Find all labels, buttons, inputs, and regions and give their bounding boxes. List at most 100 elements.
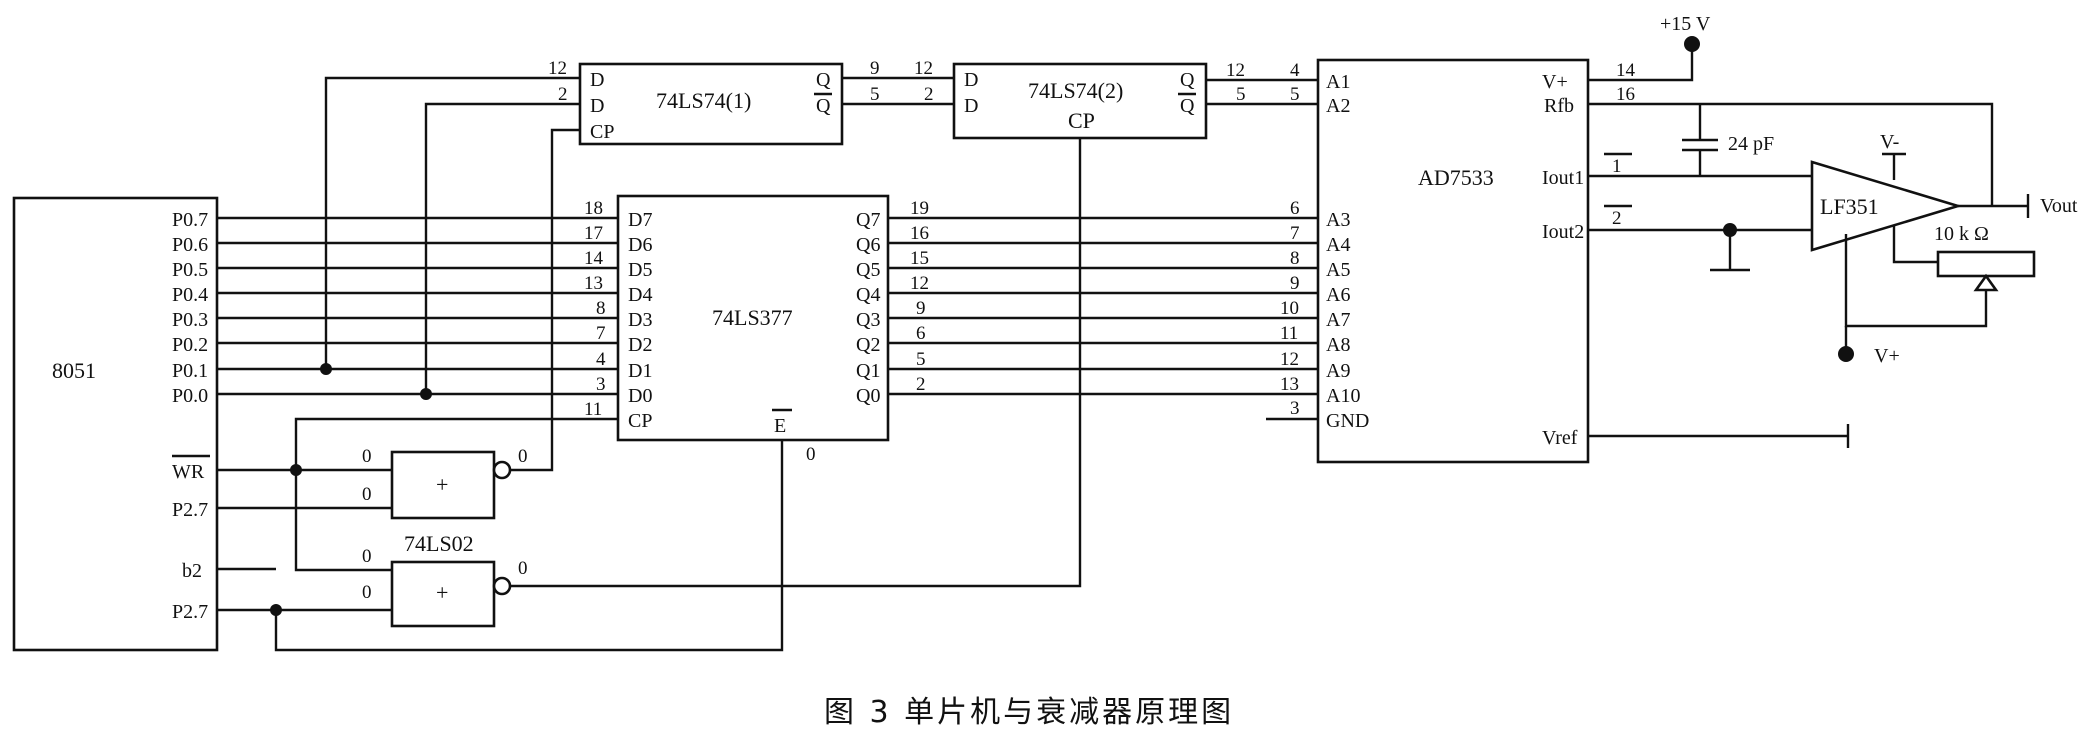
svg-text:D4: D4 [628, 284, 652, 306]
svg-text:Vref: Vref [1542, 427, 1578, 449]
flipflop-pin-labels: 12 2 D D CP Q Q 9 5 12 2 D D Q Q 12 5 [548, 58, 1246, 143]
svg-text:4: 4 [1290, 60, 1300, 81]
flipflop-74ls74-2: 74LS74(2) CP [952, 62, 1208, 140]
svg-text:Q: Q [816, 69, 831, 91]
svg-text:14: 14 [1616, 60, 1636, 81]
svg-text:D5: D5 [628, 259, 652, 281]
svg-text:A5: A5 [1326, 259, 1350, 281]
svg-text:3: 3 [1290, 398, 1300, 419]
svg-text:17: 17 [584, 223, 603, 244]
svg-text:0: 0 [362, 546, 372, 567]
svg-text:12: 12 [1280, 349, 1299, 370]
mcu-8051: 8051 [12, 196, 219, 652]
svg-text:D6: D6 [628, 234, 652, 256]
latch-pin-labels: 18 17 14 13 8 7 4 3 11 D7 D6 D5 D4 D3 D2… [584, 198, 929, 465]
svg-text:8: 8 [596, 298, 606, 319]
svg-text:WR: WR [172, 461, 205, 483]
svg-text:Q1: Q1 [856, 360, 880, 382]
svg-text:3: 3 [596, 374, 606, 395]
svg-text:9: 9 [1290, 273, 1300, 294]
svg-text:+: + [436, 580, 448, 605]
svg-text:13: 13 [1280, 374, 1299, 395]
svg-text:Q0: Q0 [856, 385, 880, 407]
svg-text:7: 7 [596, 323, 606, 344]
svg-text:4: 4 [596, 349, 606, 370]
svg-text:0: 0 [518, 558, 528, 579]
control-wires [217, 417, 784, 652]
svg-text:A4: A4 [1326, 234, 1350, 256]
svg-text:2: 2 [916, 374, 926, 395]
svg-text:D: D [964, 95, 978, 117]
svg-text:D3: D3 [628, 309, 652, 331]
svg-text:A10: A10 [1326, 385, 1360, 407]
svg-text:14: 14 [584, 248, 604, 269]
svg-text:P0.5: P0.5 [172, 259, 208, 281]
svg-text:11: 11 [1280, 323, 1298, 344]
opamp-lf351: LF351 [1810, 160, 1963, 252]
svg-text:13: 13 [584, 273, 603, 294]
svg-text:A3: A3 [1326, 209, 1350, 231]
nor-pin-labels: 0 0 0 0 0 0 [362, 446, 528, 603]
svg-text:A1: A1 [1326, 71, 1350, 93]
svg-text:V+: V+ [1874, 345, 1900, 367]
svg-text:74LS377: 74LS377 [712, 305, 793, 330]
svg-text:Q: Q [1180, 95, 1195, 117]
svg-text:8051: 8051 [52, 358, 96, 383]
analog-wires [1588, 36, 2036, 448]
svg-text:A6: A6 [1326, 284, 1350, 306]
svg-text:1: 1 [1612, 156, 1622, 177]
svg-text:P0.1: P0.1 [172, 360, 208, 382]
svg-text:0: 0 [362, 582, 372, 603]
svg-text:8: 8 [1290, 248, 1300, 269]
svg-text:D7: D7 [628, 209, 652, 231]
svg-text:CP: CP [1068, 108, 1095, 133]
svg-text:12: 12 [914, 58, 933, 79]
svg-text:D0: D0 [628, 385, 652, 407]
svg-text:5: 5 [1236, 84, 1246, 105]
svg-text:+15 V: +15 V [1660, 13, 1711, 35]
svg-text:6: 6 [1290, 198, 1300, 219]
svg-text:15: 15 [910, 248, 929, 269]
svg-text:V+: V+ [1542, 71, 1568, 93]
dac-pin-labels: 4 5 A1 A2 6 7 8 9 10 11 12 13 3 A3 A4 A5… [1280, 60, 1636, 449]
svg-text:12: 12 [910, 273, 929, 294]
svg-text:A2: A2 [1326, 95, 1350, 117]
svg-text:16: 16 [910, 223, 929, 244]
svg-text:5: 5 [916, 349, 926, 370]
svg-text:12: 12 [548, 58, 567, 79]
svg-text:D: D [964, 69, 978, 91]
svg-text:10 k Ω: 10 k Ω [1934, 223, 1989, 245]
junction-dots [270, 363, 432, 616]
svg-text:7: 7 [1290, 223, 1300, 244]
analog-labels: +15 V 24 pF V- V+ 10 k Ω Vout [1660, 13, 2078, 367]
svg-text:2: 2 [924, 84, 934, 105]
svg-text:Q7: Q7 [856, 209, 880, 231]
svg-text:Q: Q [1180, 69, 1195, 91]
svg-text:P0.2: P0.2 [172, 334, 208, 356]
svg-text:GND: GND [1326, 410, 1369, 432]
svg-text:Q6: Q6 [856, 234, 880, 256]
svg-text:2: 2 [558, 84, 568, 105]
svg-text:18: 18 [584, 198, 603, 219]
svg-text:24 pF: 24 pF [1728, 133, 1774, 155]
svg-text:11: 11 [584, 399, 602, 420]
svg-text:Iout2: Iout2 [1542, 221, 1584, 243]
svg-text:Q5: Q5 [856, 259, 880, 281]
svg-text:D: D [590, 95, 604, 117]
svg-text:AD7533: AD7533 [1418, 165, 1494, 190]
svg-text:Q: Q [816, 95, 831, 117]
svg-text:0: 0 [362, 446, 372, 467]
svg-text:E: E [774, 415, 786, 437]
svg-text:0: 0 [518, 446, 528, 467]
dac-ad7533: AD7533 [1316, 58, 1590, 464]
flipflop-74ls74-1: 74LS74(1) [578, 62, 844, 146]
svg-text:P2.7: P2.7 [172, 601, 208, 623]
nor-gate-1: + [390, 450, 512, 520]
svg-text:P2.7: P2.7 [172, 499, 208, 521]
svg-text:12: 12 [1226, 60, 1245, 81]
svg-text:D2: D2 [628, 334, 652, 356]
svg-text:16: 16 [1616, 84, 1635, 105]
svg-text:6: 6 [916, 323, 926, 344]
mcu-port-labels: P0.7 P0.6 P0.5 P0.4 P0.3 P0.2 P0.1 P0.0 … [172, 209, 210, 623]
